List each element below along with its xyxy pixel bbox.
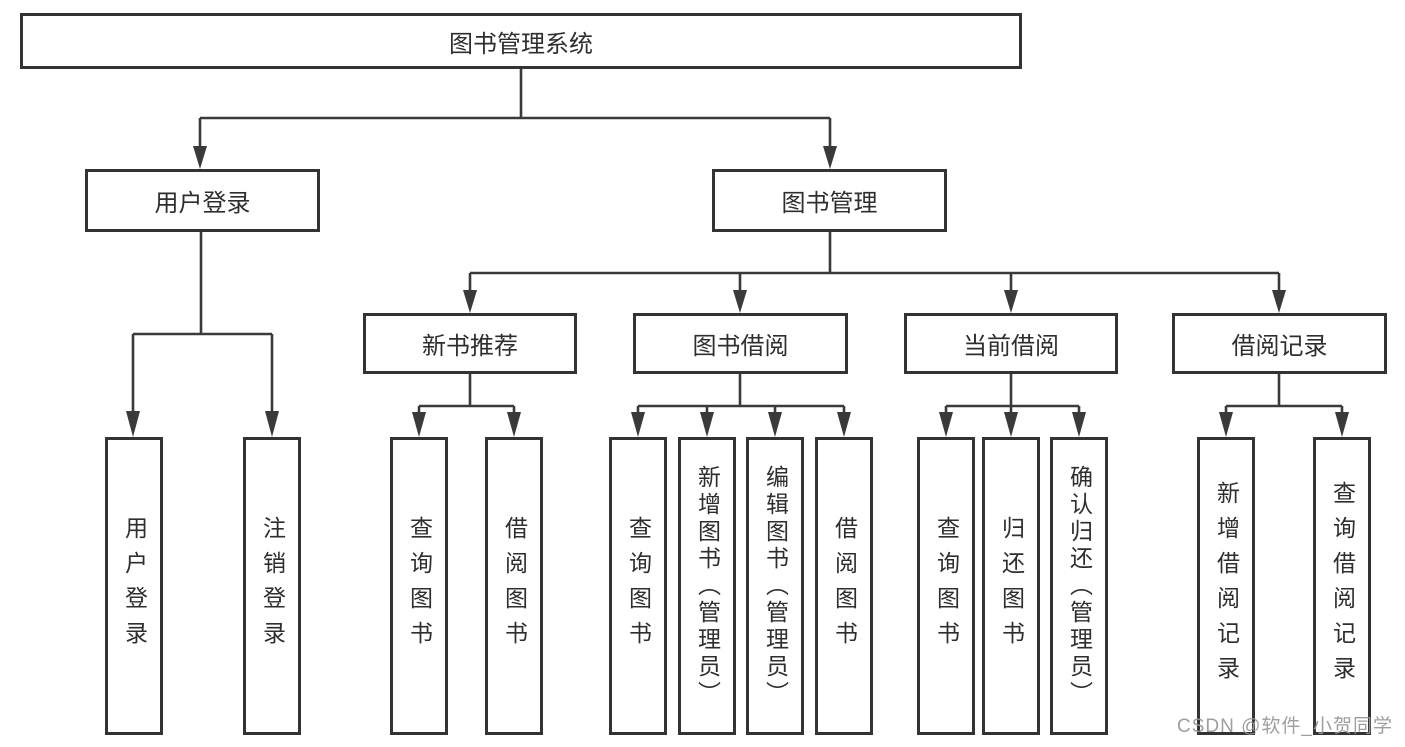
- node-root: 图书管理系统: [20, 13, 1022, 69]
- connector-root-to-level2: [193, 69, 837, 169]
- leaf-confirm-return-admin: 确认归还（管理员）: [1050, 437, 1108, 735]
- connector-userlogin-to-leaves: [126, 232, 279, 437]
- leaf-user-login-label: 用户登录: [121, 516, 148, 656]
- leaf-add-borrow-record: 新增借阅记录: [1197, 437, 1255, 735]
- leaf-query-books-current-label: 查询图书: [933, 516, 960, 656]
- leaf-query-books-recommend: 查询图书: [390, 437, 448, 735]
- leaf-query-borrow-record-label: 查询借阅记录: [1329, 481, 1356, 691]
- leaf-edit-books-admin: 编辑图书（管理员）: [746, 437, 804, 735]
- leaf-logout: 注销登录: [243, 437, 301, 735]
- leaf-query-books-current: 查询图书: [917, 437, 975, 735]
- node-new-book-recommend: 新书推荐: [363, 313, 577, 374]
- leaf-return-books-label: 归还图书: [998, 516, 1025, 656]
- connector-bookborrow-to-leaves: [631, 373, 851, 437]
- leaf-query-borrow-record: 查询借阅记录: [1313, 437, 1371, 735]
- node-book-management: 图书管理: [712, 169, 947, 232]
- leaf-add-borrow-record-label: 新增借阅记录: [1213, 481, 1240, 691]
- leaf-query-books-recommend-label: 查询图书: [406, 516, 433, 656]
- watermark: CSDN @软件_小贺同学: [1177, 716, 1393, 737]
- leaf-return-books: 归还图书: [982, 437, 1040, 735]
- node-book-borrow: 图书借阅: [633, 313, 848, 374]
- connector-borrowrecords-to-leaves: [1219, 373, 1349, 437]
- connector-newbook-to-leaves: [412, 373, 521, 437]
- leaf-add-books-admin-label: 新增图书（管理员）: [694, 464, 721, 708]
- leaf-confirm-return-admin-label: 确认归还（管理员）: [1066, 464, 1093, 708]
- leaf-edit-books-admin-label: 编辑图书（管理员）: [762, 464, 789, 708]
- leaf-borrow-books-recommend-label: 借阅图书: [501, 516, 528, 656]
- leaf-borrow-books-recommend: 借阅图书: [485, 437, 543, 735]
- node-user-login: 用户登录: [85, 169, 320, 232]
- leaf-borrow-books-label: 借阅图书: [831, 516, 858, 656]
- connector-bookmgmt-to-level3: [463, 232, 1286, 313]
- leaf-query-books-borrow-label: 查询图书: [625, 516, 652, 656]
- node-current-borrow: 当前借阅: [904, 313, 1118, 374]
- leaf-logout-label: 注销登录: [259, 516, 286, 656]
- leaf-user-login: 用户登录: [105, 437, 163, 735]
- leaf-query-books-borrow: 查询图书: [609, 437, 667, 735]
- leaf-add-books-admin: 新增图书（管理员）: [678, 437, 736, 735]
- node-borrow-records: 借阅记录: [1172, 313, 1387, 374]
- connector-currentborrow-to-leaves: [939, 373, 1086, 437]
- leaf-borrow-books: 借阅图书: [815, 437, 873, 735]
